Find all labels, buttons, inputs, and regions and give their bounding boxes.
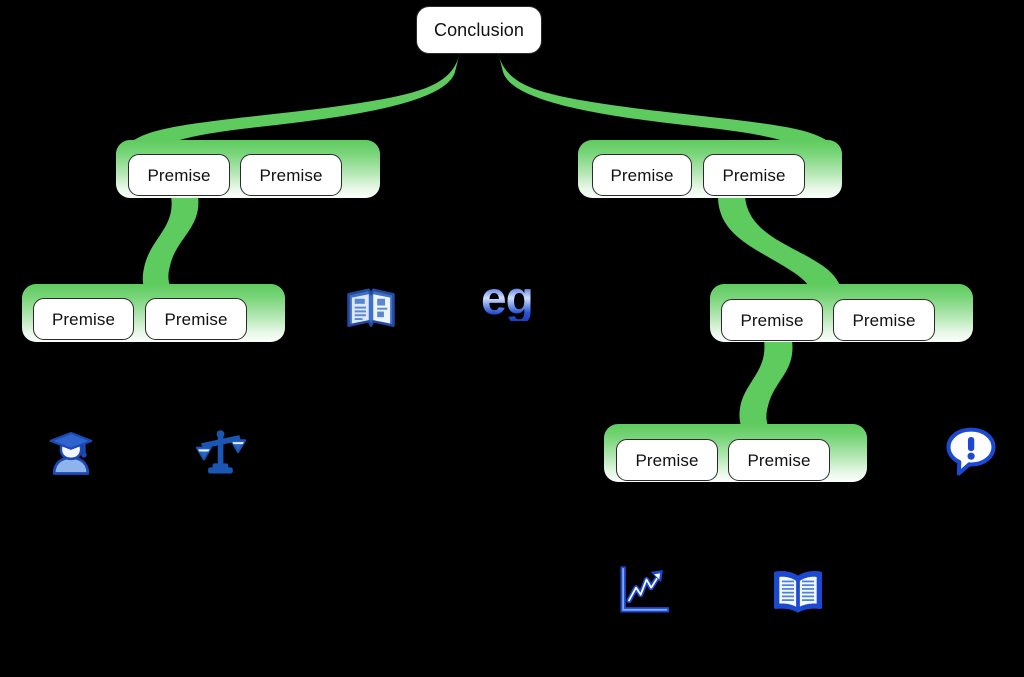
open-book-icon — [770, 564, 826, 620]
premise-node[interactable]: Premise — [721, 299, 823, 341]
premise-label: Premise — [747, 450, 811, 470]
premise-node[interactable]: Premise — [145, 298, 247, 340]
connector-right-mid-to-right-bottom — [739, 340, 793, 436]
open-newspaper-icon — [344, 283, 398, 337]
premise-label: Premise — [610, 165, 674, 185]
premise-node[interactable]: Premise — [33, 298, 134, 340]
premise-node[interactable]: Premise — [728, 439, 830, 481]
eg-annotation: eg — [481, 272, 534, 324]
premise-label: Premise — [722, 165, 786, 185]
premise-node[interactable]: Premise — [833, 299, 935, 341]
premise-node[interactable]: Premise — [240, 154, 342, 196]
premise-label: Premise — [51, 309, 116, 329]
premise-label: Premise — [147, 165, 211, 185]
connector-right-top-to-right-mid — [718, 196, 842, 296]
graduate-student-icon — [44, 424, 98, 478]
premise-label: Premise — [259, 165, 323, 185]
premise-node[interactable]: Premise — [128, 154, 230, 196]
scales-of-justice-icon — [194, 424, 248, 478]
premise-node[interactable]: Premise — [592, 154, 692, 196]
premise-node[interactable]: Premise — [616, 439, 718, 481]
exclamation-bubble-icon — [944, 424, 998, 478]
conclusion-label: Conclusion — [433, 20, 525, 40]
premise-label: Premise — [164, 309, 228, 329]
line-chart-up-icon — [615, 562, 671, 618]
premise-label: Premise — [635, 450, 699, 470]
premise-node[interactable]: Premise — [703, 154, 805, 196]
connector-left-top-to-left-mid — [142, 196, 199, 296]
premise-label: Premise — [740, 310, 804, 330]
conclusion-node[interactable]: Conclusion — [416, 6, 542, 54]
premise-label: Premise — [852, 310, 916, 330]
